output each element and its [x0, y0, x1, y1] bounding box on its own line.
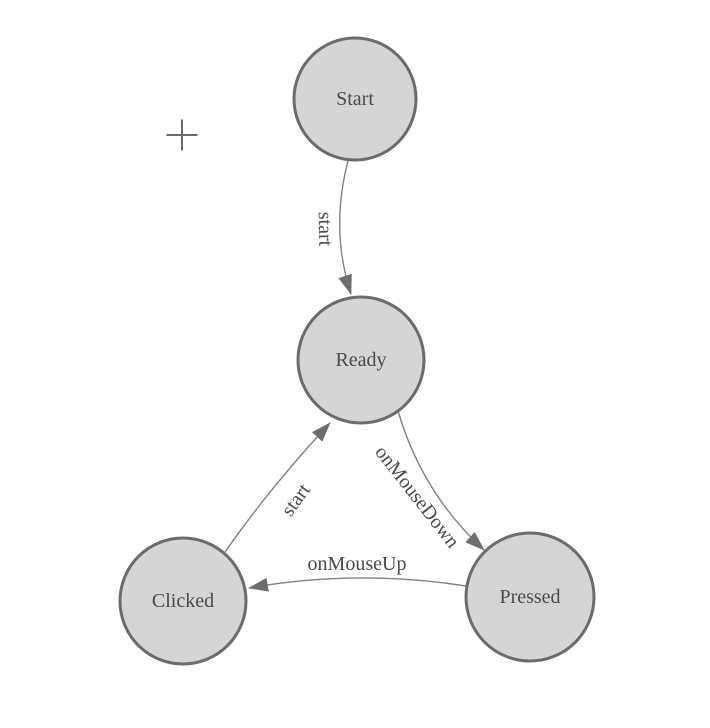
- transition-edge-clicked-to-ready[interactable]: [222, 422, 331, 556]
- transition-edge-pressed-to-clicked[interactable]: [248, 577, 467, 592]
- transition-edge-ready-to-pressed[interactable]: [397, 410, 485, 551]
- state-node-clicked[interactable]: [118, 536, 248, 666]
- state-node-start[interactable]: [292, 36, 418, 162]
- state-node-pressed[interactable]: [464, 531, 596, 663]
- state-node-ready[interactable]: [296, 295, 426, 425]
- transition-edge-start-to-ready[interactable]: [338, 160, 352, 295]
